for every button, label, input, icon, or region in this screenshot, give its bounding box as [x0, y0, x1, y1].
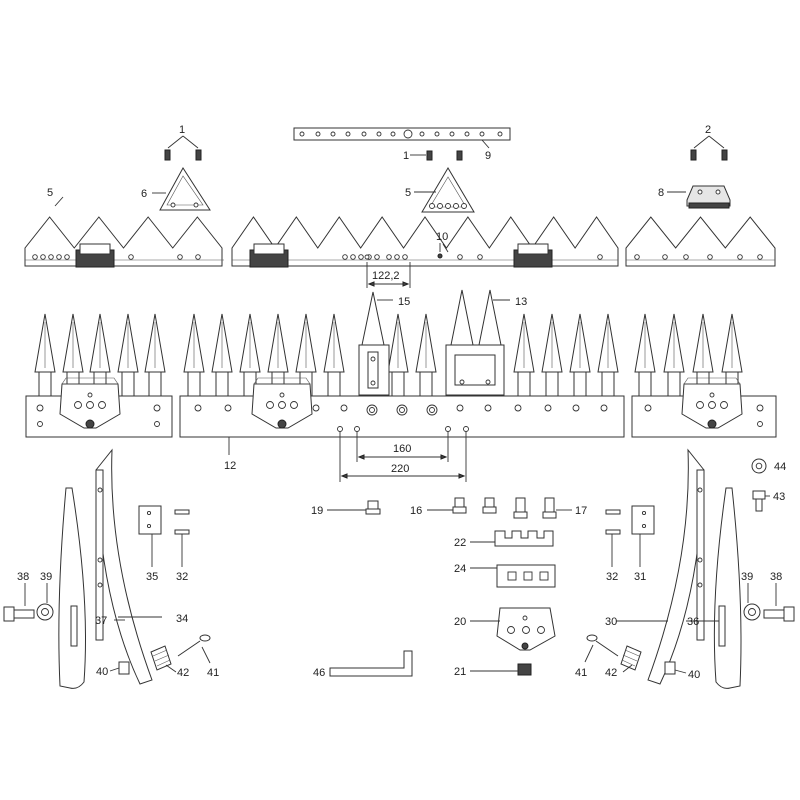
label-35: 35: [146, 571, 158, 583]
dimension-label-220: 220: [391, 463, 409, 475]
part-30-side-right: [647, 448, 705, 685]
label-41a: 41: [207, 667, 219, 679]
label-38b: 38: [770, 571, 782, 583]
part-38-bolt-left: [3, 606, 35, 622]
label-38a: 38: [17, 571, 29, 583]
part-40-nut-left: [118, 661, 130, 675]
dimension-122-2: [364, 243, 443, 288]
part-5-plate-center: [414, 167, 475, 213]
dimension-label-160: 160: [393, 443, 411, 455]
knife-holes: [32, 254, 763, 260]
part-12-guard-bar: [25, 395, 777, 438]
part-46-allen-key: [329, 650, 413, 677]
part-36-divider-right: [713, 487, 742, 689]
part-10-knife-right: [625, 216, 776, 267]
part-39-washer-left: [36, 603, 54, 621]
part-labels: 1 2 1 9 5 6 5 8 10 122,2 15 13 12 160 22…: [17, 124, 786, 681]
part-16-17-bolts: [452, 497, 557, 519]
label-44: 44: [774, 461, 786, 473]
label-39b: 39: [741, 571, 753, 583]
part-24-plate: [496, 564, 556, 588]
label-46: 46: [313, 667, 325, 679]
label-16: 16: [410, 505, 422, 517]
part-34-side-left: [95, 448, 153, 685]
label-37: 37: [95, 615, 107, 627]
part-21-nut: [517, 663, 532, 676]
dimension-label-122-2: 122,2: [372, 270, 400, 282]
label-42a: 42: [177, 667, 189, 679]
label-1a: 1: [179, 124, 185, 136]
part-6-plate: [152, 167, 211, 211]
label-24: 24: [454, 563, 466, 575]
label-20: 20: [454, 616, 466, 628]
label-19: 19: [311, 505, 323, 517]
label-31: 31: [634, 571, 646, 583]
part-13-guard: [445, 344, 505, 396]
label-5b: 5: [405, 187, 411, 199]
label-34: 34: [176, 613, 188, 625]
label-32a: 32: [176, 571, 188, 583]
part-32-pins-right: [605, 509, 621, 535]
knife-clips: [75, 243, 553, 268]
dimension-160-220: [337, 426, 469, 482]
part-37-divider-left: [58, 487, 86, 689]
leader-lines: [24, 139, 777, 674]
label-30: 30: [605, 616, 617, 628]
part-10-knife-center: [231, 216, 619, 267]
part-39-washer-right: [743, 603, 761, 621]
knife-heads: [59, 377, 743, 429]
label-5a: 5: [47, 187, 53, 199]
label-12: 12: [224, 460, 236, 472]
label-6: 6: [141, 188, 147, 200]
label-39a: 39: [40, 571, 52, 583]
label-9: 9: [485, 150, 491, 162]
label-41b: 41: [575, 667, 587, 679]
part-15-guard: [358, 344, 390, 396]
label-13: 13: [515, 296, 527, 308]
part-8-block: [667, 185, 731, 209]
part-43-bolt: [752, 490, 766, 512]
label-17: 17: [575, 505, 587, 517]
part-1-bolts-left: [164, 135, 202, 161]
part-20-knife-head: [496, 607, 556, 651]
part-2-bolts-right: [690, 135, 728, 161]
label-22: 22: [454, 537, 466, 549]
label-21: 21: [454, 666, 466, 678]
part-40-nut-right: [664, 661, 676, 675]
part-38-bolt-right: [763, 606, 795, 622]
part-9-bar: [293, 127, 511, 141]
part-31-bracket-right: [631, 505, 655, 535]
guard-fingers: [34, 289, 743, 397]
part-42-spring-right: [620, 645, 642, 671]
label-42b: 42: [605, 667, 617, 679]
label-40b: 40: [688, 669, 700, 681]
label-1b: 1: [403, 150, 409, 162]
part-1-bolts-center: [410, 150, 463, 161]
label-43: 43: [773, 491, 785, 503]
label-8: 8: [658, 187, 664, 199]
label-40a: 40: [96, 666, 108, 678]
label-10: 10: [436, 231, 448, 243]
part-22-comb: [494, 530, 554, 547]
part-10-knife-left: [24, 216, 224, 267]
part-42-spring-left: [150, 645, 172, 671]
part-41-bolt-left: [177, 634, 211, 657]
part-44-washer: [751, 458, 767, 474]
part-32-pins-left: [174, 509, 190, 535]
label-2: 2: [705, 124, 711, 136]
part-41-bolt-right: [586, 634, 619, 657]
label-32b: 32: [606, 571, 618, 583]
part-19-bolt: [365, 500, 381, 515]
label-15: 15: [398, 296, 410, 308]
label-36: 36: [687, 616, 699, 628]
part-35-bracket-left: [138, 505, 162, 535]
